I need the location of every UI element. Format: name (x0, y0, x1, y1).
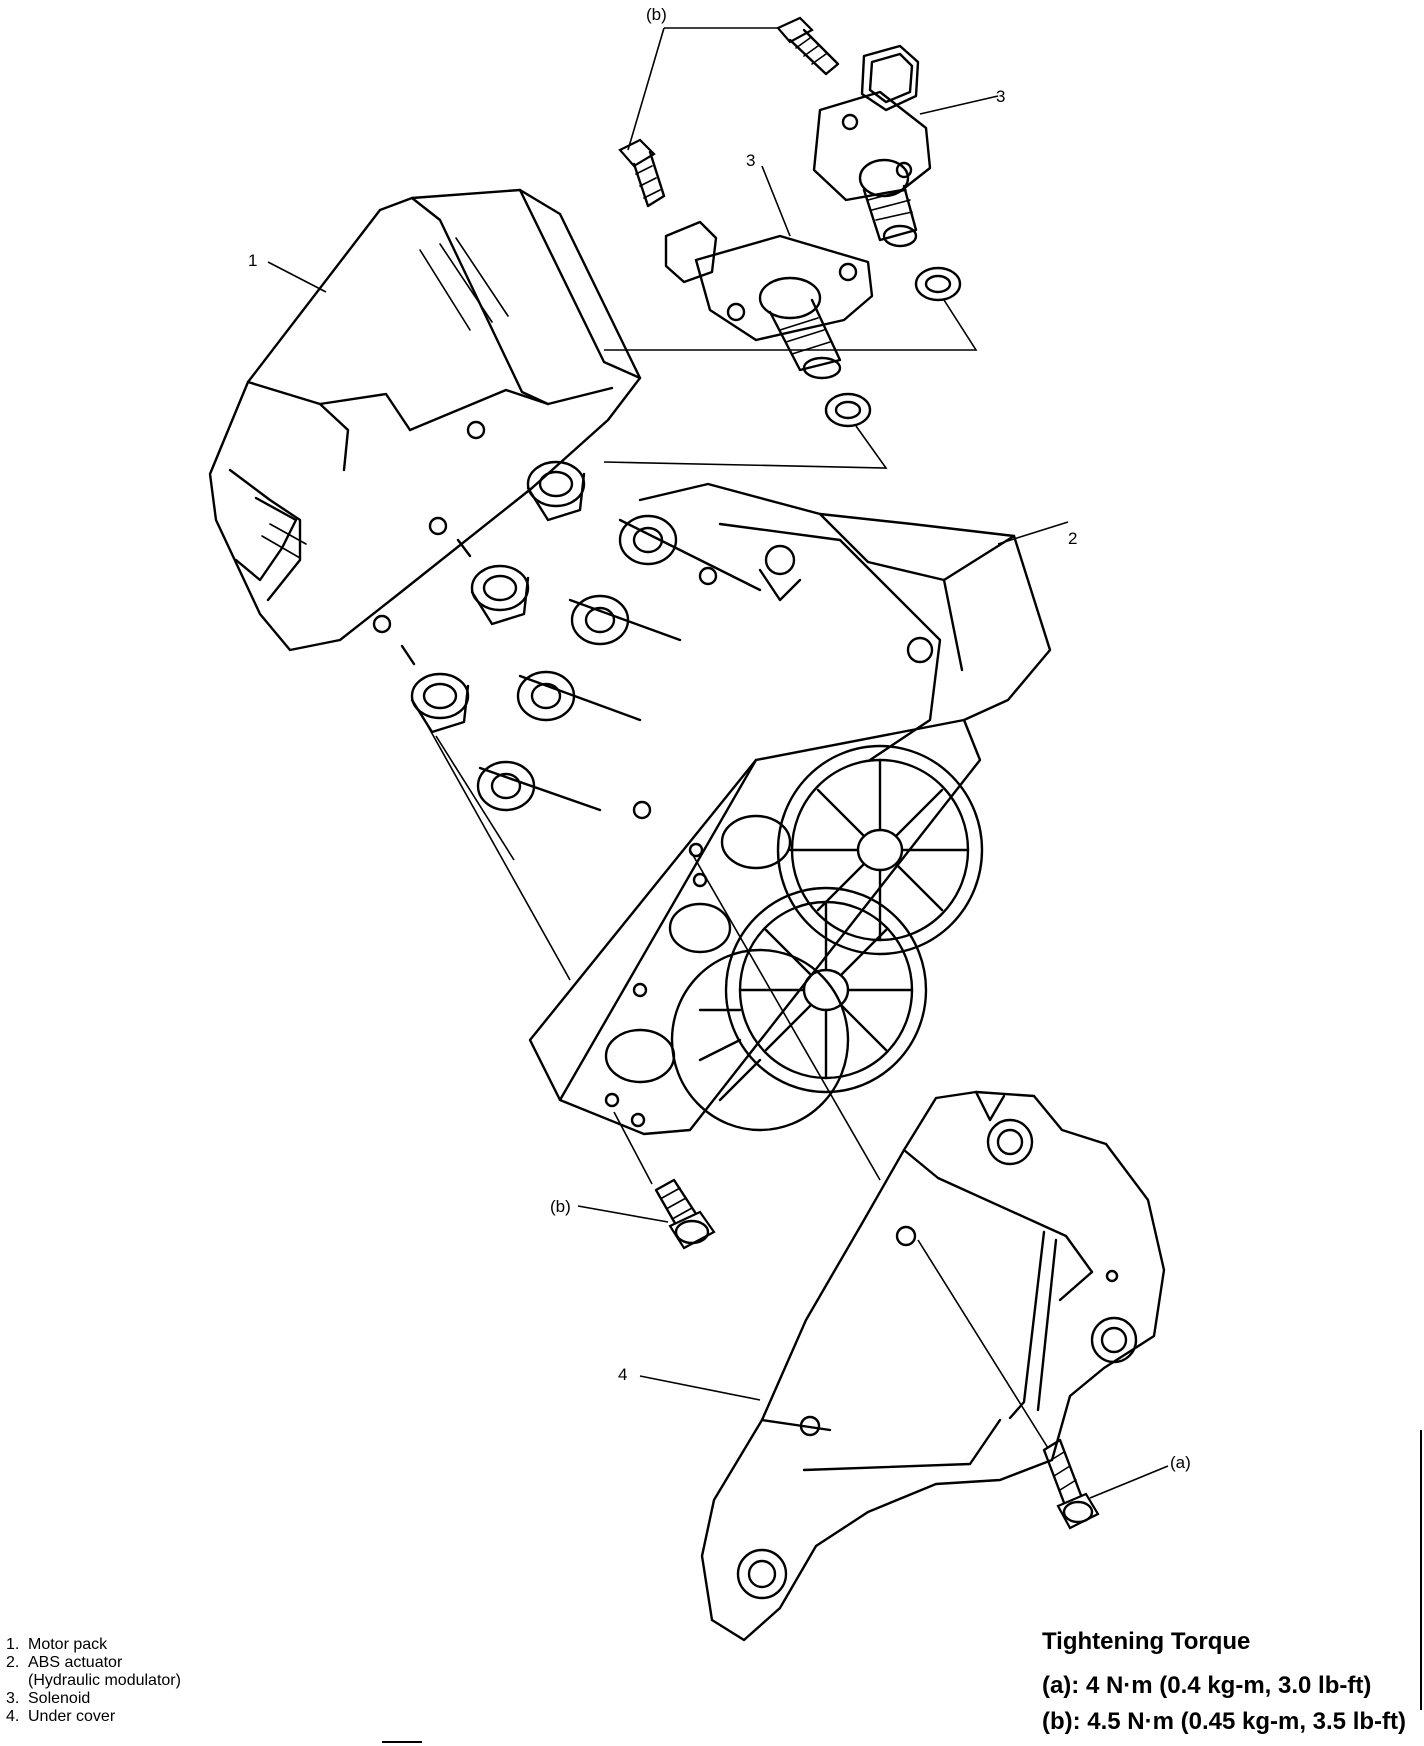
align-line-lower (603, 425, 888, 469)
edge-rule (1420, 1430, 1422, 1710)
legend-number (6, 1672, 28, 1690)
callout-b-top: (b) (646, 5, 667, 24)
callout-3-upper: 3 (996, 87, 1006, 106)
solenoid-middle (664, 220, 874, 380)
leader-3-lower (761, 165, 791, 237)
leader-a (1089, 1465, 1169, 1499)
align-line-motor-a (419, 711, 571, 981)
callout-a: (a) (1170, 1453, 1191, 1472)
legend-number: 3. (6, 1690, 20, 1707)
leader-2 (997, 521, 1069, 545)
bolt-a (1042, 1438, 1100, 1530)
legend-number: 2. (6, 1654, 20, 1671)
align-line-bolt-a (917, 1239, 1049, 1449)
legend-item: 2. ABS actuator (6, 1654, 181, 1672)
seal-upper (914, 266, 962, 302)
leader-b-mid (577, 1205, 669, 1223)
legend-number: 4. (6, 1708, 20, 1725)
bottom-mark (382, 1741, 422, 1743)
torque-a: (a): 4 N·m (0.4 kg-m, 3.0 lb-ft) (1041, 1672, 1372, 1699)
tightening-torque-box: Tightening Torque (a): 4 N·m (0.4 kg-m, … (1042, 1630, 1406, 1746)
callout-4: 4 (618, 1365, 628, 1384)
legend-text: Motor pack (28, 1636, 108, 1653)
bolt-b-middle (654, 1178, 716, 1250)
parts-legend: 1. Motor pack 2. ABS actuator (Hydraulic… (6, 1636, 181, 1726)
align-line-bolt-b (613, 1111, 653, 1185)
legend-number: 1. (6, 1636, 20, 1653)
solenoid-upper (812, 44, 932, 248)
under-cover (700, 1090, 1166, 1642)
callout-3-lower: 3 (746, 151, 756, 170)
legend-item: 1. Motor pack (6, 1636, 181, 1654)
leader-b-top (627, 27, 778, 151)
upper-bolt-left (618, 138, 666, 208)
torque-title: Tightening Torque (1041, 1628, 1251, 1655)
abs-actuator (476, 482, 1052, 1136)
callout-2: 2 (1068, 529, 1078, 548)
legend-item: 3. Solenoid (6, 1690, 181, 1708)
leader-4 (639, 1375, 761, 1401)
leader-1 (267, 261, 327, 293)
upper-bolt-right (776, 16, 840, 76)
leader-3-upper (919, 95, 999, 115)
callout-b-mid: (b) (550, 1197, 571, 1216)
align-line-upper (604, 299, 978, 351)
align-line-motor-b (435, 735, 515, 861)
legend-text: Under cover (28, 1708, 116, 1725)
legend-text: ABS actuator (28, 1654, 123, 1671)
legend-text: (Hydraulic modulator) (28, 1672, 181, 1689)
torque-b: (b): 4.5 N·m (0.45 kg-m, 3.5 lb-ft) (1041, 1708, 1406, 1735)
align-line-cover (689, 849, 881, 1181)
motor-pack (208, 188, 642, 734)
legend-item: (Hydraulic modulator) (6, 1672, 181, 1690)
seal-lower (824, 392, 872, 428)
callout-1: 1 (248, 251, 258, 270)
legend-item: 4. Under cover (6, 1708, 181, 1726)
legend-text: Solenoid (28, 1690, 91, 1707)
